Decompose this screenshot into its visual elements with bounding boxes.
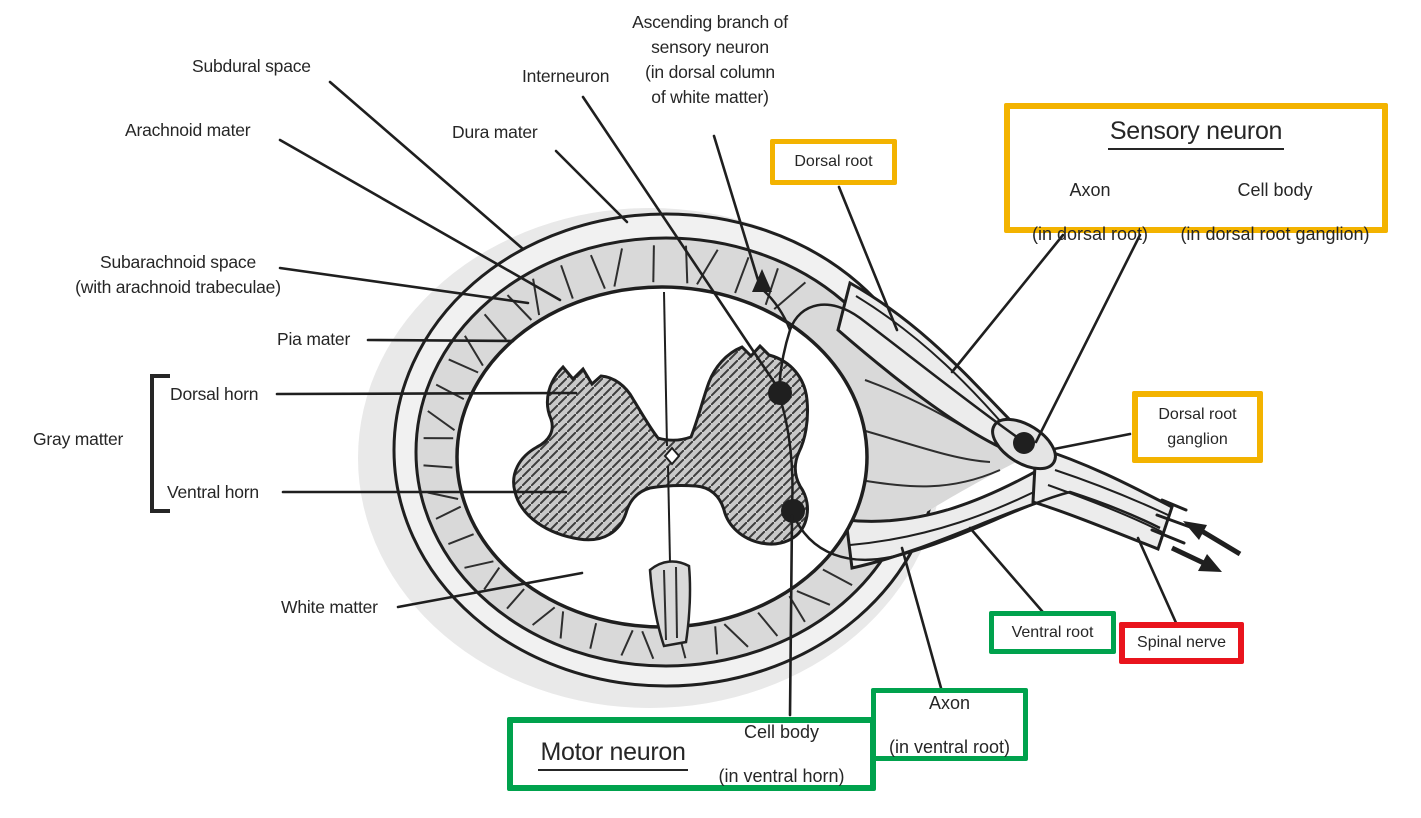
- median-sulcus-lines: [663, 291, 671, 563]
- dorsal-root-box: Dorsal root: [770, 139, 897, 185]
- sensory-neuron-fiber: [762, 289, 1025, 444]
- motor-cell-body-label: Cell body (in ventral horn): [718, 722, 845, 786]
- sensory-neuron-box: Sensory neuron Axon (in dorsal root) Cel…: [1004, 103, 1388, 244]
- motor-cell-body-dot: [781, 499, 805, 523]
- anterior-median-fissure: [648, 560, 692, 648]
- interneuron-label: Interneuron: [522, 66, 610, 86]
- gray-matter-label: Gray matter: [33, 429, 124, 449]
- dorsal-horn-label: Dorsal horn: [170, 384, 259, 404]
- subdural-space-label: Subdural space: [192, 56, 311, 76]
- ventral-horn-label: Ventral horn: [167, 482, 259, 502]
- arachnoid-mater-label: Arachnoid mater: [125, 120, 251, 140]
- dorsal-root-fiber-line: [855, 295, 1009, 431]
- white-matter-label: White matter: [281, 597, 378, 617]
- motor-neuron-title: Motor neuron: [538, 738, 688, 771]
- spinal-nerve-fiber-lines: [1047, 469, 1169, 533]
- motor-axon-label: Axon (in ventral root): [888, 692, 1011, 757]
- interneuron-fiber: [777, 394, 794, 508]
- sensory-cell-body-label: Cell body (in dorsal root ganglion): [1180, 180, 1370, 244]
- dorsal-root-ganglion-box: Dorsal root ganglion: [1132, 391, 1263, 463]
- ganglion-cell-body-dot: [1013, 432, 1035, 454]
- ascending-branch-label: Ascending branch of sensory neuron (in d…: [632, 12, 788, 107]
- fissure-lines: [663, 566, 678, 641]
- central-canal: [663, 446, 681, 466]
- ventral-root-fiber-line: [849, 484, 1049, 546]
- motor-axon-box: Axon (in ventral root): [871, 688, 1028, 761]
- motor-neuron-box: Motor neuron Cell body (in ventral horn): [507, 717, 876, 791]
- pia-mater-label: Pia mater: [277, 329, 351, 349]
- spinal-nerve-box: Spinal nerve: [1119, 622, 1244, 664]
- spinal-nerve-trunk: [1031, 444, 1174, 551]
- nerve-direction-arrows: [1170, 521, 1242, 572]
- sensory-axon-label: Axon (in dorsal root): [1031, 180, 1149, 244]
- subarachnoid-space-label: Subarachnoid space (with arachnoid trabe…: [75, 252, 281, 297]
- nerve-frayed-tip: [1150, 498, 1192, 545]
- ventral-root-box: Ventral root: [989, 611, 1116, 654]
- sensory-neuron-title: Sensory neuron: [1107, 117, 1285, 150]
- interneuron-synapse-dot: [768, 381, 792, 405]
- motor-axon-fiber: [790, 490, 1161, 562]
- gray-matter-butterfly: [512, 343, 809, 546]
- leader-lines: [275, 80, 1179, 717]
- gray-matter-bracket: [150, 374, 170, 513]
- dura-mater-label: Dura mater: [452, 122, 538, 142]
- ascending-branch-arrowhead: [752, 269, 772, 292]
